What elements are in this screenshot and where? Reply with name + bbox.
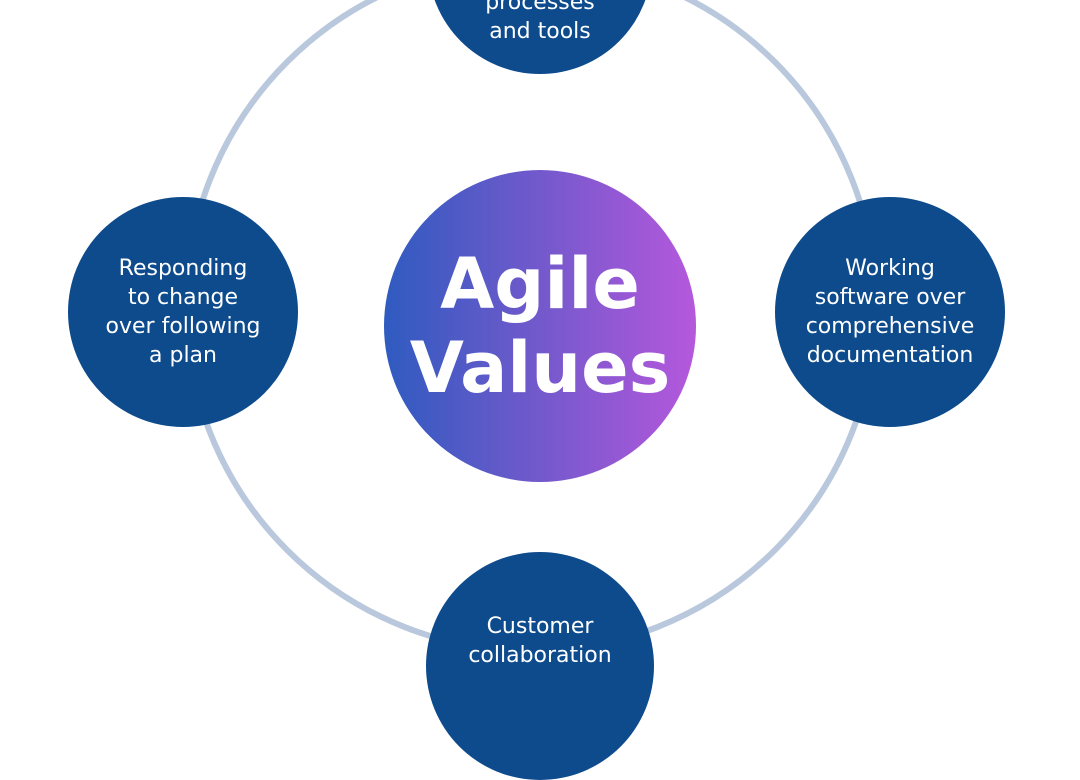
node-text-line: documentation [806,343,974,368]
node-text-line: Working [845,256,935,281]
node-text-line: software over [814,285,966,310]
node-text-line: over following [105,314,261,339]
node-text-line: and tools [489,19,591,44]
agile-values-center: Agile Values [384,170,696,482]
node-text-line: Customer [486,614,594,639]
center-title-line2: Values [409,327,671,409]
node-text-line: comprehensive [805,314,975,339]
node-text-line: Responding [118,256,248,281]
value-node-bottom: Customer collaboration [426,552,654,780]
value-node-left: Responding to change over following a pl… [68,197,298,427]
node-text-line: a plan [149,343,217,368]
node-text-line: collaboration [468,643,612,668]
value-node-right: Working software over comprehensive docu… [775,197,1005,427]
node-text-line: to change [127,285,239,310]
node-text-line: processes [485,0,595,15]
center-title-line1: Agile [440,243,640,325]
